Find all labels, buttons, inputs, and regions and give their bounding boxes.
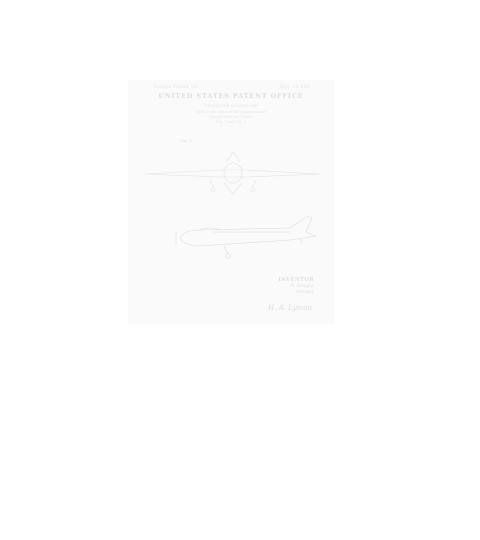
inventor-label: INVENTOR	[278, 277, 314, 283]
airplane-drawing	[145, 151, 321, 259]
sheet-header-left: Design Patent No.	[154, 85, 200, 90]
office-title: UNITED STATES PATENT OFFICE	[158, 92, 304, 100]
signature: H. A. Lyman	[268, 304, 312, 312]
caption-line: Specification and Claim	[209, 115, 253, 119]
inventor-block: INVENTOR D. Douglas Attorney	[278, 277, 314, 294]
attorney-line: Attorney	[295, 288, 314, 294]
sheet-header-right: Des. 18,000	[280, 85, 310, 90]
patent-sheet: Design Patent No. Des. 18,000 UNITED STA…	[128, 80, 334, 324]
caption-line: Fig. 1 and Fig. 2	[215, 120, 247, 124]
inventor-name: D. Douglas	[290, 283, 314, 289]
airplane-top-view	[145, 151, 321, 195]
figure-label: Fig. 1	[180, 138, 192, 143]
caption-line: Filed in the office of the Commissioner	[195, 110, 267, 114]
caption-line: DESIGN FOR AN AIRPLANE	[204, 104, 258, 108]
airplane-side-view	[175, 215, 318, 259]
